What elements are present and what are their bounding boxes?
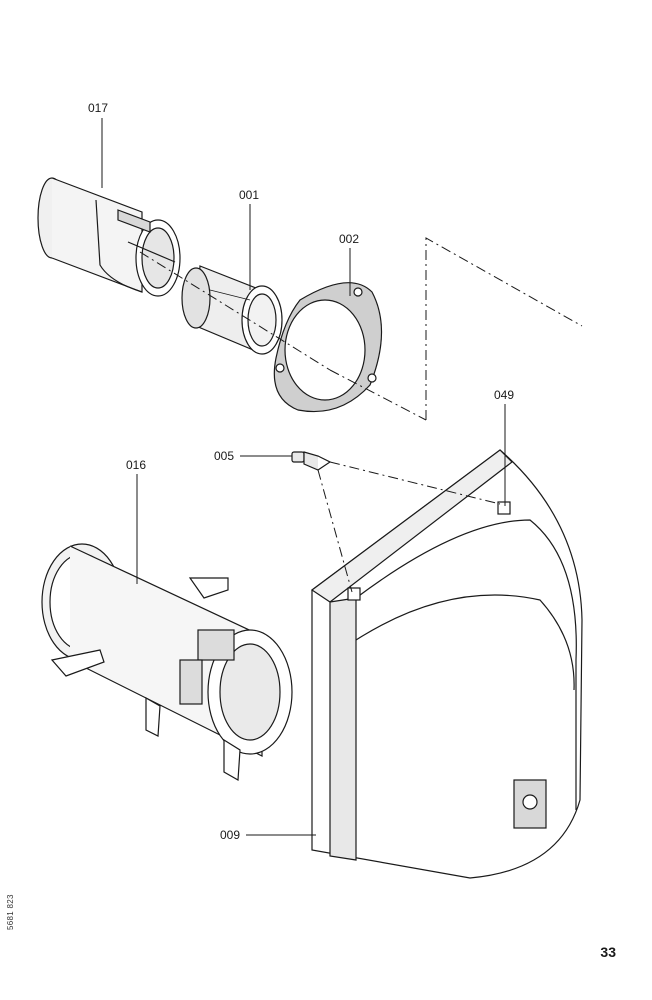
callout-049: 049 bbox=[494, 388, 514, 402]
part-016-drawing bbox=[41, 543, 293, 781]
callout-001: 001 bbox=[239, 188, 259, 202]
callout-009: 009 bbox=[220, 828, 240, 842]
page-number: 33 bbox=[600, 944, 616, 960]
callout-017: 017 bbox=[88, 101, 108, 115]
alignment-lines bbox=[139, 237, 583, 593]
part-009-drawing bbox=[310, 449, 583, 879]
callout-005: 005 bbox=[214, 449, 234, 463]
document-id: 5681 823 bbox=[6, 894, 15, 930]
callout-002: 002 bbox=[339, 232, 359, 246]
leader-lines bbox=[101, 118, 506, 836]
callout-016: 016 bbox=[126, 458, 146, 472]
part-001-drawing bbox=[181, 265, 283, 355]
part-005-drawing bbox=[291, 451, 332, 471]
part-002-drawing bbox=[273, 282, 383, 413]
part-017-drawing bbox=[37, 177, 181, 297]
